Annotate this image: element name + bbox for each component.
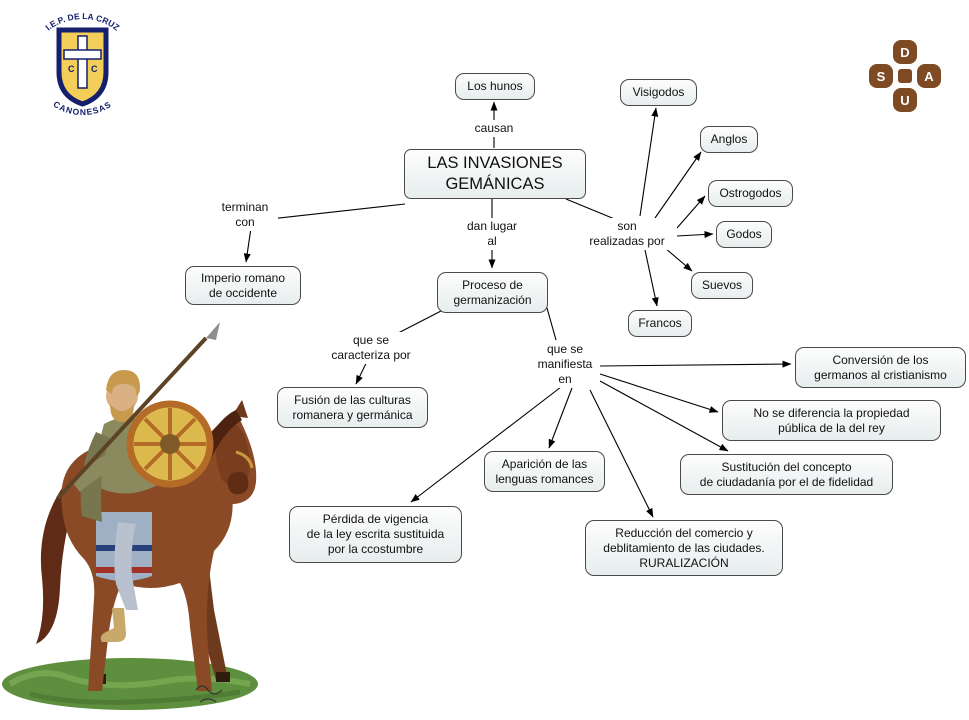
- edge-realizadas-ostrogodos: [676, 195, 706, 229]
- edge-manifiesta-conversion: [599, 360, 792, 368]
- concept-imperio-romano: Imperio romano de occidente: [185, 266, 301, 305]
- concept-conversion-cristianismo: Conversión de los germanos al cristianis…: [795, 347, 966, 388]
- shield-cross-icon: [63, 35, 102, 89]
- concept-perdida-ley: Pérdida de vigencia de la ley escrita su…: [289, 506, 462, 563]
- concept-fusion-culturas: Fusión de las culturas romanera y germán…: [277, 387, 428, 428]
- concept-los-hunos: Los hunos: [455, 73, 535, 100]
- emblem-letter-u: U: [900, 93, 909, 108]
- link-label-terminan-con: terminan con: [212, 199, 278, 231]
- edge-manifiesta-aparicion: [548, 387, 573, 449]
- shield-letter-left: C: [68, 64, 75, 74]
- concept-sustitucion-fidelidad: Sustitución del concepto de ciudadanía p…: [680, 454, 893, 495]
- edge-proceso-manifiesta: [546, 307, 557, 341]
- concept-anglos: Anglos: [700, 126, 758, 153]
- link-label-que-se-manifiesta-en: que se manifiesta en: [531, 341, 599, 388]
- link-label-dan-lugar-al: dan lugar al: [459, 218, 525, 250]
- concept-proceso-germanizacion: Proceso de germanización: [437, 272, 548, 313]
- edge-realizadas-suevos: [664, 247, 693, 272]
- shield-letter-right: C: [91, 64, 98, 74]
- edge-realizadas-francos: [644, 249, 659, 307]
- edge-manifiesta-sustitucion: [599, 380, 729, 452]
- link-label-que-se-caracteriza-por: que se caracteriza por: [324, 332, 418, 364]
- concept-francos: Francos: [628, 310, 692, 337]
- emblem-cross-icon: [869, 40, 941, 112]
- emblem-letter-s: S: [877, 69, 886, 84]
- edge-realizadas-anglos: [654, 151, 702, 219]
- order-emblem-logo: D A S U: [865, 36, 945, 116]
- link-label-son-realizadas-por: son realizadas por: [577, 218, 677, 250]
- edge-central-realizadas: [565, 198, 618, 221]
- edge-realizadas-godos: [676, 230, 714, 238]
- artist-signature: [195, 685, 223, 703]
- edge-realizadas-visigodos: [639, 107, 659, 217]
- concept-suevos: Suevos: [691, 272, 753, 299]
- school-shield-logo: I.E.P. DE LA CRUZ C C CANONESAS: [30, 4, 135, 129]
- emblem-letter-a: A: [924, 69, 934, 84]
- concept-no-diferencia-propiedad: No se diferencia la propiedad pública de…: [722, 400, 941, 441]
- edge-manifiesta-no-diferencia: [599, 373, 719, 413]
- concept-visigodos: Visigodos: [620, 79, 697, 106]
- concept-aparicion-lenguas: Aparición de las lenguas romances: [484, 451, 605, 492]
- concept-godos: Godos: [716, 221, 772, 248]
- link-label-causan: causan: [462, 120, 526, 137]
- concept-ostrogodos: Ostrogodos: [708, 180, 793, 207]
- concept-las-invasiones-germanicas: LAS INVASIONES GEMÁNICAS: [404, 149, 586, 199]
- warrior-horse-illustration: [0, 312, 270, 717]
- emblem-letter-d: D: [900, 45, 909, 60]
- concept-reduccion-comercio: Reducción del comercio y deblitamiento d…: [585, 520, 783, 576]
